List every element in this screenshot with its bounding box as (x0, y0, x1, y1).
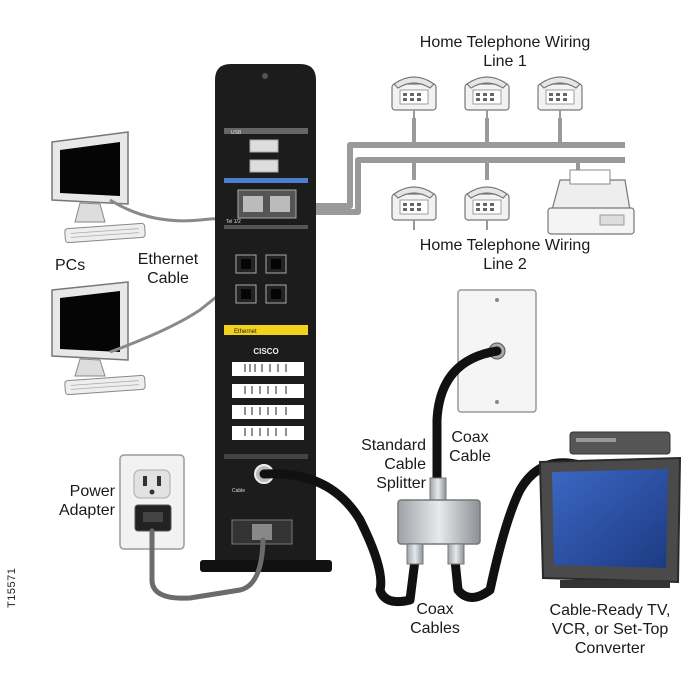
television (538, 431, 682, 588)
pcs-label: PCs (55, 257, 86, 274)
power-adapter (134, 504, 172, 532)
home-telephone-wiring-line1-label: Home Telephone Wiring Line 1 (419, 34, 591, 70)
modem-panel-label: Cable (232, 488, 245, 494)
power-adapter-label: Power Adapter (58, 483, 115, 519)
figure-id: T15571 (6, 567, 18, 608)
standard-cable-splitter-label: Standard Cable Splitter (361, 437, 426, 492)
cable-modem (200, 64, 332, 572)
ethernet-cable-label: Ethernet Cable (137, 251, 199, 287)
coax-cables-label: Coax Cables (410, 601, 460, 637)
coax-cable-label: Coax Cable (449, 429, 491, 465)
modem-panel-label: Tel 1/2 (226, 219, 241, 225)
home-telephone-wiring-line2-label: Home Telephone Wiring Line 2 (419, 237, 591, 273)
pc-monitor-icon (51, 281, 146, 396)
cisco-logo: CISCO (253, 347, 278, 356)
pc-monitor-icon (51, 131, 146, 244)
modem-panel-label: USB (231, 130, 242, 136)
power-cord (149, 528, 266, 601)
modem-panel-label: Ethernet (234, 329, 257, 335)
cable-ready-tv-label: Cable-Ready TV, VCR, or Set-Top Converte… (549, 602, 671, 657)
cable-splitter (397, 477, 481, 565)
telephone-wiring-line2 (295, 157, 625, 215)
fax-machine-icon (547, 169, 635, 235)
